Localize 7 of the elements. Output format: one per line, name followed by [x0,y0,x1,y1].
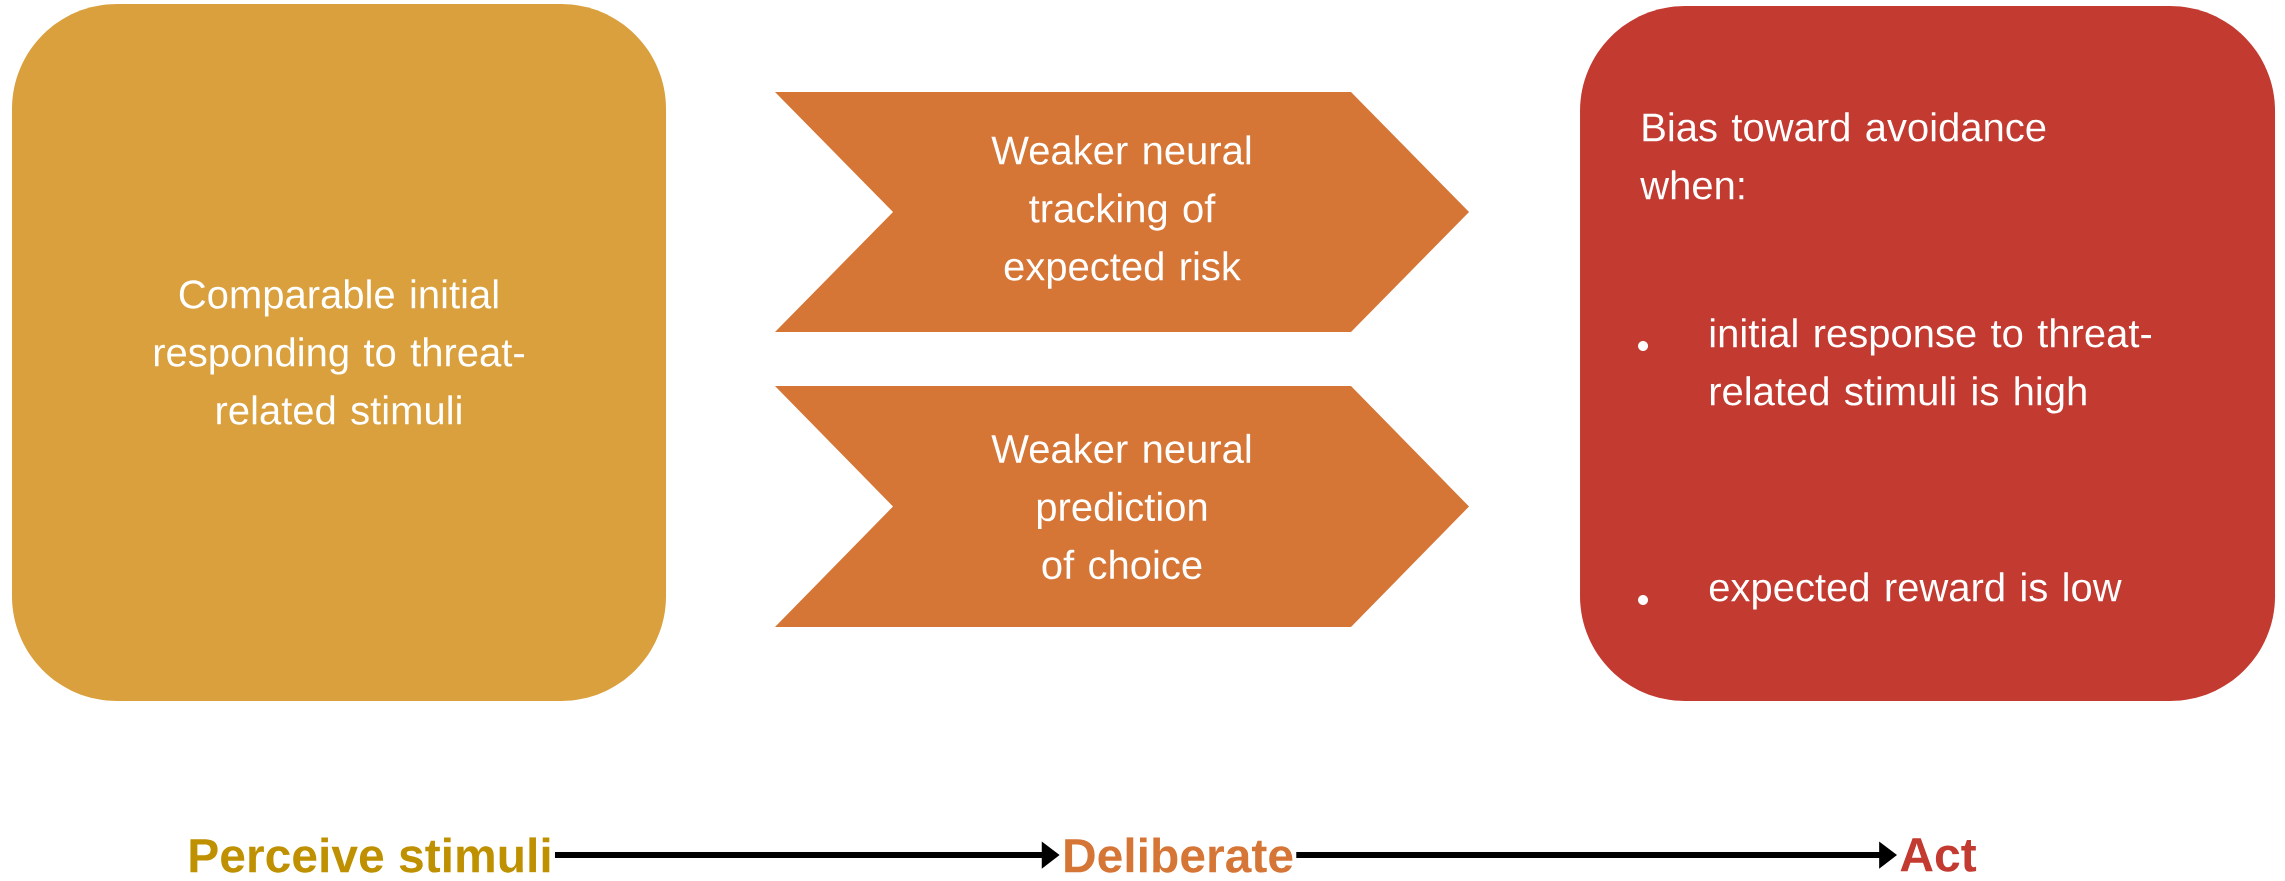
stage-label: Act [1900,838,1977,872]
list-item: initial response to threat-related stimuli is high [1710,318,2151,414]
stage-label: Deliberate [1065,837,1293,873]
stage-label: Perceive stimuli [190,837,550,873]
process-box: Comparable initial responding to threat-related stimuli [12,4,666,701]
heading-text: Bias toward avoidance when: [1640,112,2046,200]
list-item: expected reward is low [1709,572,2122,610]
